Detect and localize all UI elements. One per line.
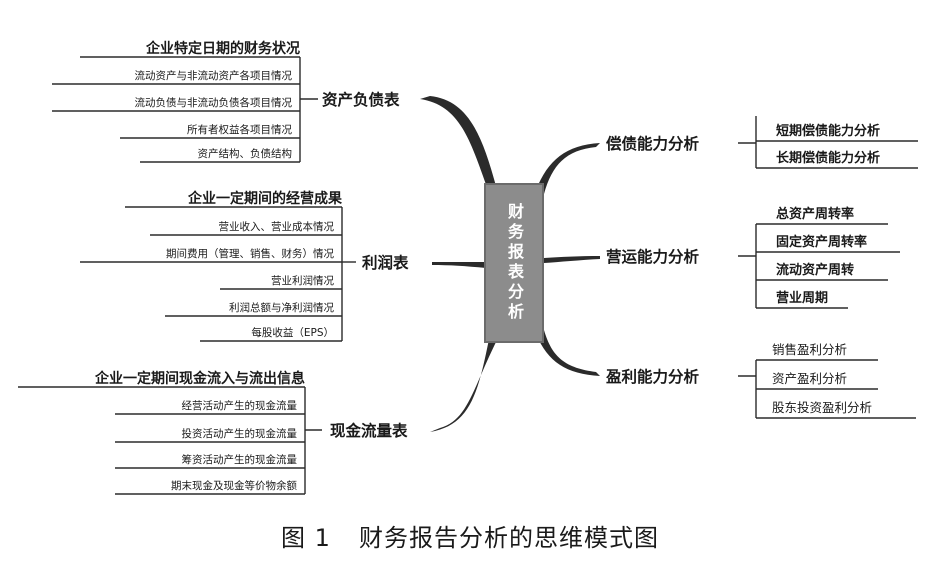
income-statement-item: 利润总额与净利润情况: [229, 301, 334, 314]
branch-solvency: 偿债能力分析: [606, 135, 700, 153]
balance-sheet-heading: 企业特定日期的财务状况: [146, 40, 300, 57]
balance-sheet-item: 所有者权益各项目情况: [187, 123, 292, 136]
operating-item: 流动资产周转: [776, 262, 855, 278]
cash-flow-item: 期末现金及现金等价物余额: [171, 479, 297, 492]
solvency-item: 长期偿债能力分析: [776, 150, 881, 166]
income-statement-heading: 企业一定期间的经营成果: [188, 190, 342, 207]
income-statement-item: 每股收益（EPS）: [251, 326, 334, 339]
branch-balance-sheet: 资产负债表: [322, 91, 400, 109]
figure-caption: 图 1 财务报告分析的思维模式图: [0, 510, 940, 560]
branch-curve-solvency: [536, 143, 600, 194]
balance-sheet-item: 资产结构、负债结构: [197, 147, 293, 160]
branch-cash-flow: 现金流量表: [330, 422, 408, 440]
branch-curve-profitability: [536, 330, 600, 376]
branch-income-statement: 利润表: [362, 254, 409, 272]
profitability-item: 销售盈利分析: [772, 341, 848, 357]
cash-flow-item: 投资活动产生的现金流量: [181, 427, 298, 440]
balance-sheet-item: 流动资产与非流动资产各项目情况: [134, 69, 293, 82]
solvency-item: 短期偿债能力分析: [776, 123, 881, 139]
branch-curve-operating: [544, 256, 600, 263]
operating-item: 总资产周转率: [776, 206, 855, 222]
operating-item: 固定资产周转率: [776, 234, 868, 250]
cash-flow-item: 经营活动产生的现金流量: [181, 399, 298, 412]
cash-flow-heading: 企业一定期间现金流入与流出信息: [95, 370, 305, 387]
branch-operating: 营运能力分析: [606, 248, 700, 266]
income-statement-item: 营业收入、营业成本情况: [218, 220, 335, 233]
branch-curve-income-statement: [432, 262, 486, 268]
central-node-label: 财务报表分析: [505, 203, 524, 323]
balance-sheet-item: 流动负债与非流动负债各项目情况: [134, 96, 293, 109]
cash-flow-item: 筹资活动产生的现金流量: [181, 453, 298, 466]
central-node: 财务报表分析: [484, 183, 544, 343]
income-statement-item: 营业利润情况: [271, 274, 334, 287]
branch-curve-cash-flow: [430, 334, 498, 432]
operating-item: 营业周期: [776, 290, 829, 306]
figure-number: 图 1: [281, 523, 331, 552]
profitability-item: 资产盈利分析: [772, 370, 848, 386]
profitability-item: 股东投资盈利分析: [772, 399, 873, 415]
branch-curve-balance-sheet: [420, 96, 496, 190]
branch-profitability: 盈利能力分析: [606, 368, 700, 386]
income-statement-item: 期间费用（管理、销售、财务）情况: [166, 247, 334, 260]
figure-title: 财务报告分析的思维模式图: [358, 523, 659, 552]
